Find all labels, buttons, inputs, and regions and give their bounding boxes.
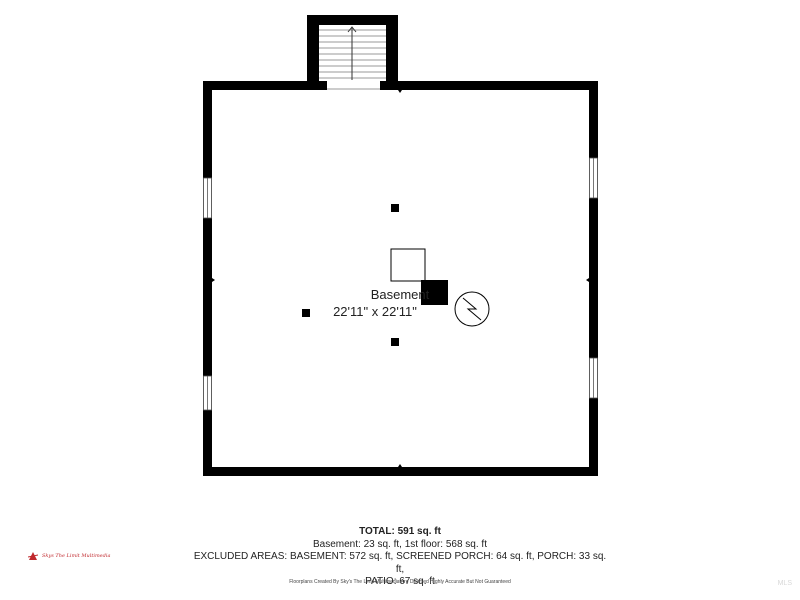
stair-wall-top [307,15,398,25]
wall-left [203,81,212,476]
wall-top-right [380,81,598,90]
total-area: TOTAL: 591 sq. ft [359,526,441,537]
wall-markers [212,90,589,467]
summary-line-1: Basement: 23 sq. ft, 1st floor: 568 sq. … [313,538,487,550]
up-arrow-icon [347,26,357,80]
summary-line-2: EXCLUDED AREAS: BASEMENT: 572 sq. ft, SC… [193,551,607,575]
window-icon [203,157,598,411]
room-name: Basement [370,287,430,302]
summary-line-3: PATIO: 67 sq. ft [365,576,435,587]
post-left [302,309,310,317]
post-bottom [391,338,399,346]
wall-top-left [203,81,327,90]
watermark: MLS [777,580,792,587]
room-dimensions: 22'11" x 22'11" [333,304,417,319]
company-logo: Skys The Limit Multimedia [28,549,118,563]
logo-icon [28,552,38,560]
post-top [391,204,399,212]
logo-text: Skys The Limit Multimedia [42,553,111,559]
stair-wall-right [386,15,398,90]
stair-wall-left [307,15,319,90]
water-heater-icon [390,248,426,282]
wall-right [589,81,598,476]
disclaimer: Floorplans Created By Sky's The Limit Mu… [289,579,511,585]
electrical-panel-icon [454,291,490,327]
area-summary: TOTAL: 591 sq. ft Basement: 23 sq. ft, 1… [190,526,610,589]
stairwell [307,15,398,90]
basement-walls [203,81,598,476]
support-posts [302,204,399,346]
furnace-icon [421,280,448,305]
wall-bottom [203,467,598,476]
